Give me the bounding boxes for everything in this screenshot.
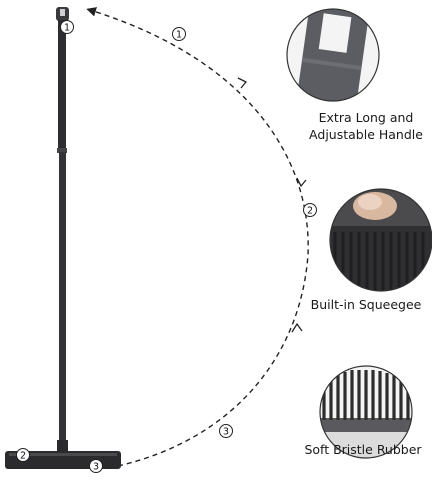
handle-top-hole	[60, 9, 65, 16]
svg-text:1: 1	[176, 30, 182, 41]
handle-end-closeup-icon	[286, 8, 380, 102]
caption-squeegee: Built-in Squeegee	[310, 297, 422, 312]
marker-2-path: 2	[303, 203, 317, 217]
svg-text:3: 3	[223, 427, 229, 438]
marker-1-handle: 1	[60, 20, 74, 34]
caption-bristle: Soft Bristle Rubber	[304, 442, 422, 457]
marker-3-path: 3	[219, 424, 233, 438]
broom-head-highlight	[9, 453, 117, 456]
handle-joint	[57, 148, 67, 153]
caption-handle: Extra Long and Adjustable Handle	[309, 110, 423, 142]
path-arrow-lower	[291, 322, 303, 333]
handle-upper-pole	[58, 20, 66, 150]
marker-3-head: 3	[89, 459, 103, 473]
svg-text:1: 1	[64, 23, 70, 34]
svg-text:2: 2	[307, 206, 313, 217]
broom-product	[5, 7, 121, 469]
bristle-closeup-icon	[319, 365, 413, 459]
dashed-flow-path	[86, 7, 309, 467]
path-arrow-upper	[237, 77, 248, 89]
path-arrow-middle	[296, 177, 307, 188]
handle-lower-pole	[59, 152, 66, 447]
svg-text:3: 3	[93, 462, 99, 473]
squeegee-closeup-icon	[329, 188, 432, 292]
handle-neck	[57, 440, 68, 452]
marker-1-path: 1	[172, 27, 186, 41]
marker-2-head: 2	[16, 448, 30, 462]
svg-text:2: 2	[20, 451, 26, 462]
